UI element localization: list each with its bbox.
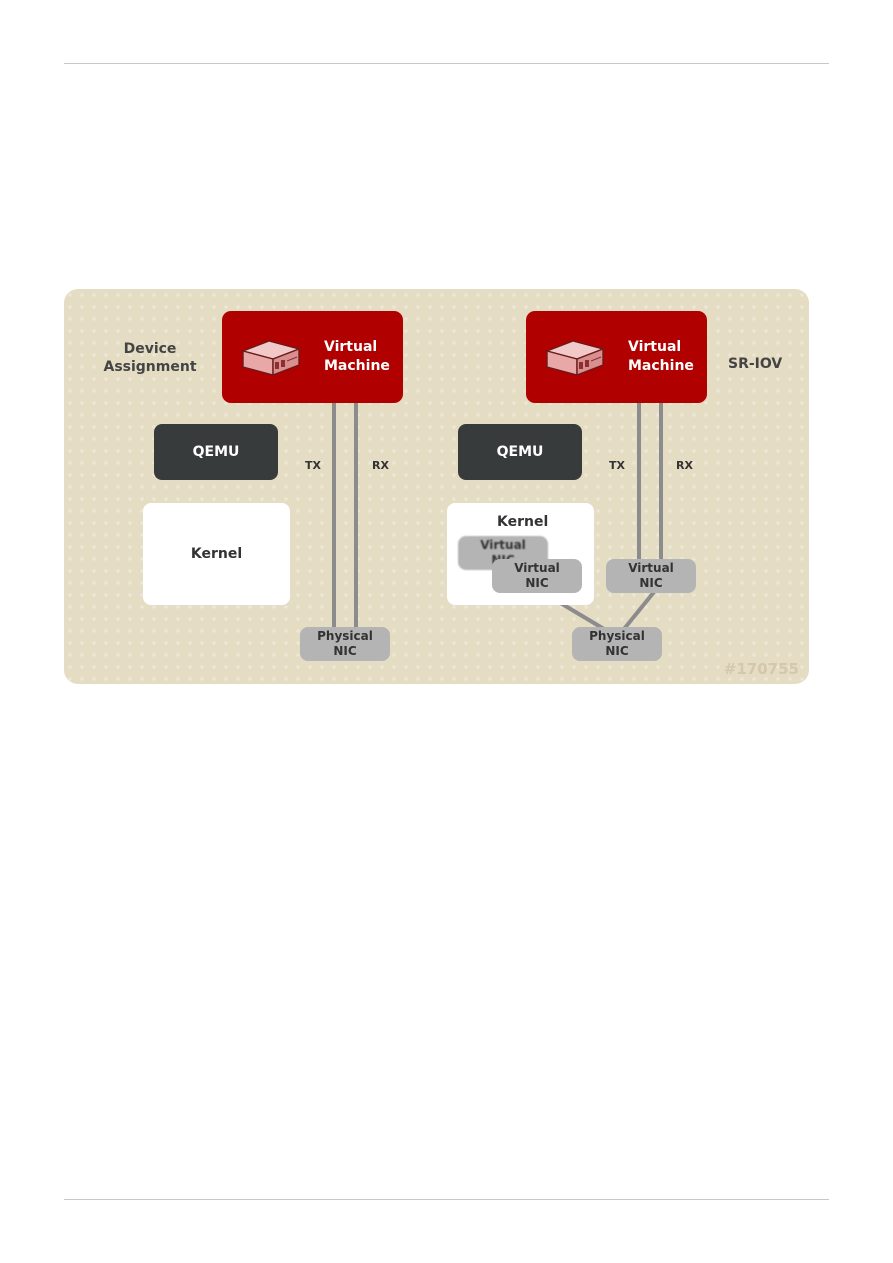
right-rx-label: RX bbox=[676, 459, 693, 472]
image-id-watermark: #170755 bbox=[723, 660, 799, 678]
vnic-vm-to-phys-line bbox=[622, 590, 656, 631]
header-rule bbox=[64, 63, 829, 64]
left-tx-label: TX bbox=[305, 459, 321, 472]
left-physical-nic: Physical NIC bbox=[300, 627, 390, 661]
left-qemu-box: QEMU bbox=[154, 424, 278, 480]
left-virtual-machine: Virtual Machine bbox=[222, 311, 403, 403]
right-kernel-label: Kernel bbox=[497, 514, 549, 530]
right-tx-label: TX bbox=[609, 459, 625, 472]
virtual-nic-vm: Virtual NIC bbox=[606, 559, 696, 593]
virtual-nic-front: Virtual NIC bbox=[492, 559, 582, 593]
right-qemu-box: QEMU bbox=[458, 424, 582, 480]
footer-rule bbox=[64, 1199, 829, 1200]
server-icon bbox=[240, 340, 302, 377]
vm-label: Virtual Machine bbox=[628, 339, 694, 374]
device-assignment-title: Device Assignment bbox=[103, 341, 197, 375]
right-physical-nic: Physical NIC bbox=[572, 627, 662, 661]
right-virtual-machine: Virtual Machine bbox=[526, 311, 707, 403]
server-icon bbox=[544, 340, 606, 377]
sr-iov-title: SR-IOV bbox=[728, 356, 783, 372]
left-kernel-box: Kernel bbox=[143, 503, 290, 605]
left-rx-label: RX bbox=[372, 459, 389, 472]
connection-lines bbox=[332, 403, 663, 631]
diagram-panel: Device Assignment Virtual Machine QEMU K… bbox=[64, 289, 809, 684]
vm-label: Virtual Machine bbox=[324, 339, 390, 374]
